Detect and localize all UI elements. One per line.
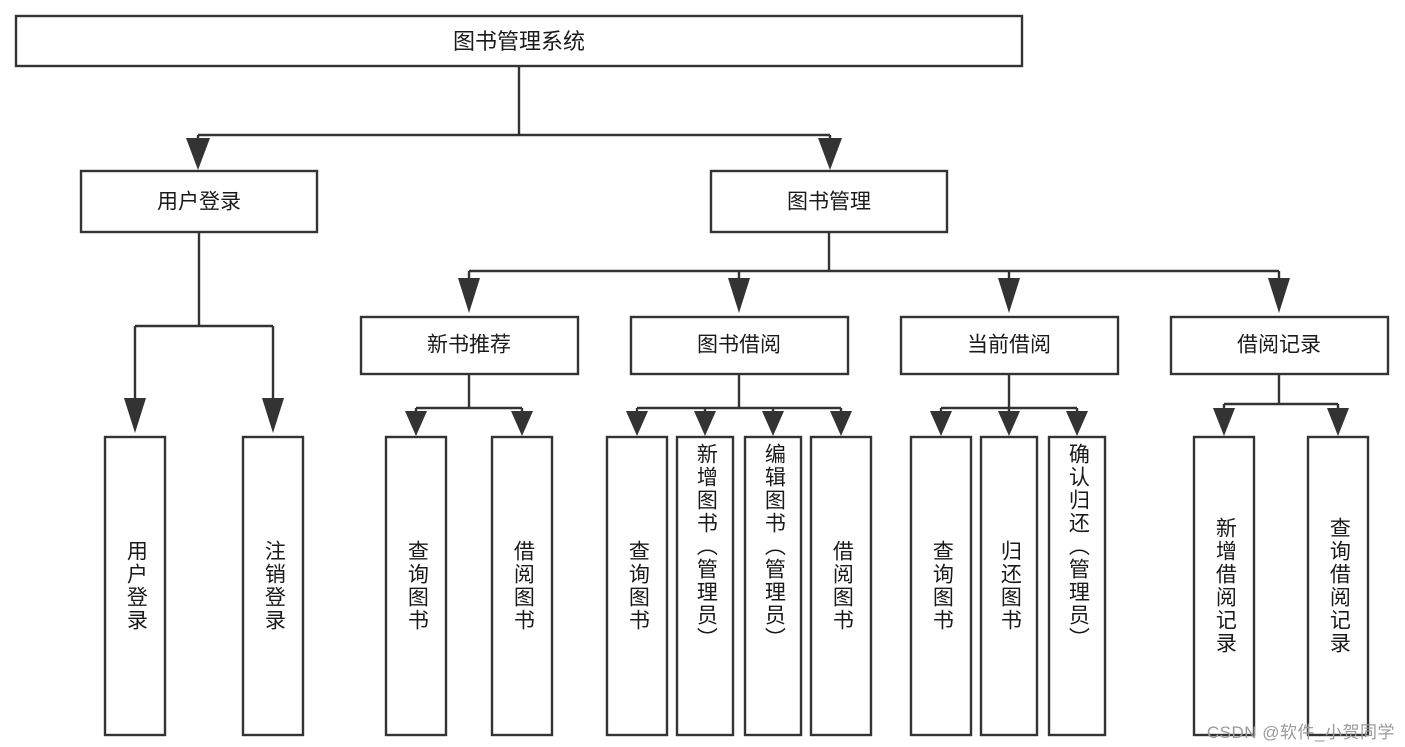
- arrow-head-book-borrow-1: [626, 411, 648, 436]
- watermark-text: CSDN @软件_小贺同学: [1206, 723, 1395, 742]
- leaf-box-user-login-1[interactable]: [103, 435, 167, 737]
- arrow-head-borrow-record-2: [1327, 408, 1349, 436]
- arrow-head-level3-4: [1268, 278, 1290, 313]
- node-current-borrow-box: [899, 315, 1120, 376]
- leaf-box-book-borrow-3[interactable]: [743, 435, 803, 737]
- leaf-box-current-borrow-2[interactable]: [979, 435, 1039, 737]
- node-root-box: [14, 14, 1024, 68]
- arrow-head-book-borrow-2: [694, 411, 716, 436]
- leaf-box-new-book-1[interactable]: [384, 435, 448, 737]
- node-book-borrow-label: 图书借阅: [697, 334, 781, 357]
- leaf-box-borrow-record-2[interactable]: [1306, 435, 1370, 737]
- arrow-head-book-borrow-4: [830, 411, 852, 436]
- node-book-borrow[interactable]: 图书借阅: [629, 315, 850, 376]
- node-user-login[interactable]: 用户登录: [79, 169, 319, 234]
- arrow-head-level2-1: [186, 138, 210, 170]
- arrow-head-level3-1: [458, 278, 480, 313]
- arrow-head-level3-3: [998, 278, 1020, 313]
- arrow-head-user-login-1: [124, 398, 146, 433]
- leaf-box-book-borrow-2[interactable]: [675, 435, 735, 737]
- node-borrow-record-box: [1169, 315, 1390, 376]
- leaf-box-user-login-2[interactable]: [241, 435, 305, 737]
- leaf-box-book-borrow-1[interactable]: [605, 435, 669, 737]
- arrow-head-new-book-1: [405, 411, 427, 436]
- leaf-box-current-borrow-3[interactable]: [1047, 435, 1107, 737]
- arrow-head-book-borrow-3: [762, 411, 784, 436]
- leaf-box-borrow-record-1[interactable]: [1192, 435, 1256, 737]
- arrow-head-current-borrow-1: [930, 411, 952, 436]
- leaf-box-new-book-2[interactable]: [490, 435, 554, 737]
- node-user-login-label: 用户登录: [157, 191, 241, 214]
- arrow-head-new-book-2: [511, 411, 533, 436]
- node-new-book-recommend-box: [359, 315, 580, 376]
- leaf-box-current-borrow-1[interactable]: [909, 435, 973, 737]
- leaf-box-book-borrow-4[interactable]: [809, 435, 873, 737]
- node-new-book-recommend[interactable]: 新书推荐: [359, 315, 580, 376]
- node-new-book-recommend-label: 新书推荐: [427, 334, 511, 357]
- node-borrow-record-label: 借阅记录: [1237, 334, 1321, 357]
- node-current-borrow-label: 当前借阅: [967, 334, 1051, 357]
- arrow-head-borrow-record-1: [1213, 408, 1235, 436]
- node-book-management[interactable]: 图书管理: [709, 169, 949, 234]
- node-current-borrow[interactable]: 当前借阅: [899, 315, 1120, 376]
- node-book-management-box: [709, 169, 949, 234]
- node-root-label: 图书管理系统: [453, 29, 585, 54]
- node-book-borrow-box: [629, 315, 850, 376]
- arrow-head-user-login-2: [262, 398, 284, 433]
- arrow-head-current-borrow-2: [998, 411, 1020, 436]
- node-borrow-record[interactable]: 借阅记录: [1169, 315, 1390, 376]
- node-root[interactable]: 图书管理系统: [14, 14, 1024, 68]
- node-book-management-label: 图书管理: [787, 191, 871, 214]
- arrow-head-current-borrow-3: [1066, 411, 1088, 436]
- arrow-head-level3-2: [728, 278, 750, 313]
- arrow-head-level2-2: [818, 138, 842, 170]
